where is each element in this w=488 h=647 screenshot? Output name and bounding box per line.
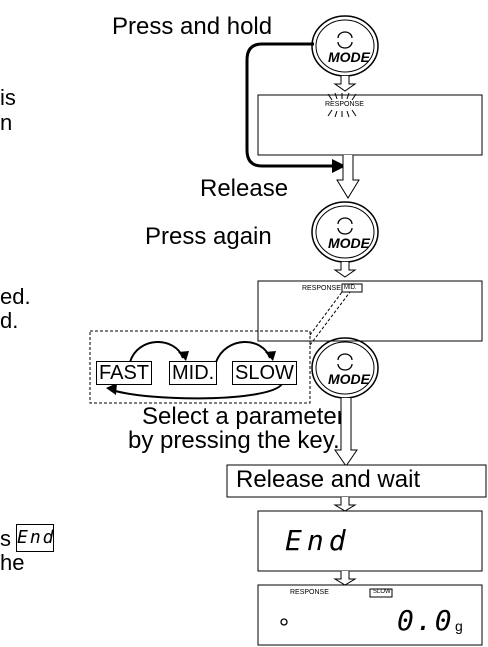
mode-label-2: MODE [328,235,370,251]
hold-path-line [245,42,334,168]
release-wait-frame [226,464,487,498]
leader-line-1 [309,291,343,336]
display-2-frame [257,280,483,342]
fragment-he: he [0,550,25,575]
release-and-wait-label: Release and wait [236,466,421,493]
mode-label-1: MODE [328,49,370,65]
by-pressing-key-label: by pressing the key. [128,427,340,454]
display-1-frame [257,94,483,156]
small-arrow-4 [333,571,357,586]
option-mid: MID. [169,361,218,385]
display-4-response: RESPONSE [290,589,329,596]
arrow-slow-to-fast [111,383,283,400]
mode-button-1 [311,15,379,77]
fragment-ed: ed. [0,284,31,309]
blink-marks [327,92,357,118]
press-and-hold-label: Press and hold [112,13,273,40]
release-label: Release [200,175,289,202]
big-arrow-2 [334,398,358,467]
arrow-mid-to-slow [215,341,271,363]
inline-end-display: End [16,524,54,552]
fragment-d: d. [0,308,19,333]
display-3-frame [257,510,483,572]
select-parameter-label: Select a parameter [142,403,345,430]
mode-button-2 [311,201,379,263]
mid-indicator-box [341,283,363,293]
display-4-unit: g [455,618,463,634]
display-1-response: RESPONSE [325,101,364,108]
arrow-fast-to-mid [129,341,184,363]
selection-dashed-box [89,330,311,404]
display-2-response: RESPONSE [302,285,341,292]
display-4-weight: 0.0 [397,604,454,637]
option-fast: FAST [96,361,153,385]
arrow-slow-to-fast-head [106,383,117,395]
arrow-fast-to-mid-head [178,351,189,361]
fragment-n: n [0,110,13,135]
mode-button-3 [311,337,379,399]
small-arrow-3 [333,497,357,512]
hold-path-arrowhead [332,159,346,173]
small-arrow-1 [333,76,357,92]
big-arrow-1 [336,155,360,199]
slow-indicator-box [369,588,393,598]
display-4-slow: SLOW [373,589,391,595]
option-slow: SLOW [232,361,297,385]
display-3-end: End [285,524,351,557]
mode-label-3: MODE [328,371,370,387]
display-2-mid: MID. [344,285,357,291]
arrow-mid-to-slow-head [265,351,276,361]
leader-line-2 [309,291,351,346]
fragment-is: is [0,85,16,110]
stable-indicator-icon [280,618,288,626]
fragment-s: s [0,526,11,551]
press-again-label: Press again [145,223,272,250]
small-arrow-2 [333,262,357,278]
